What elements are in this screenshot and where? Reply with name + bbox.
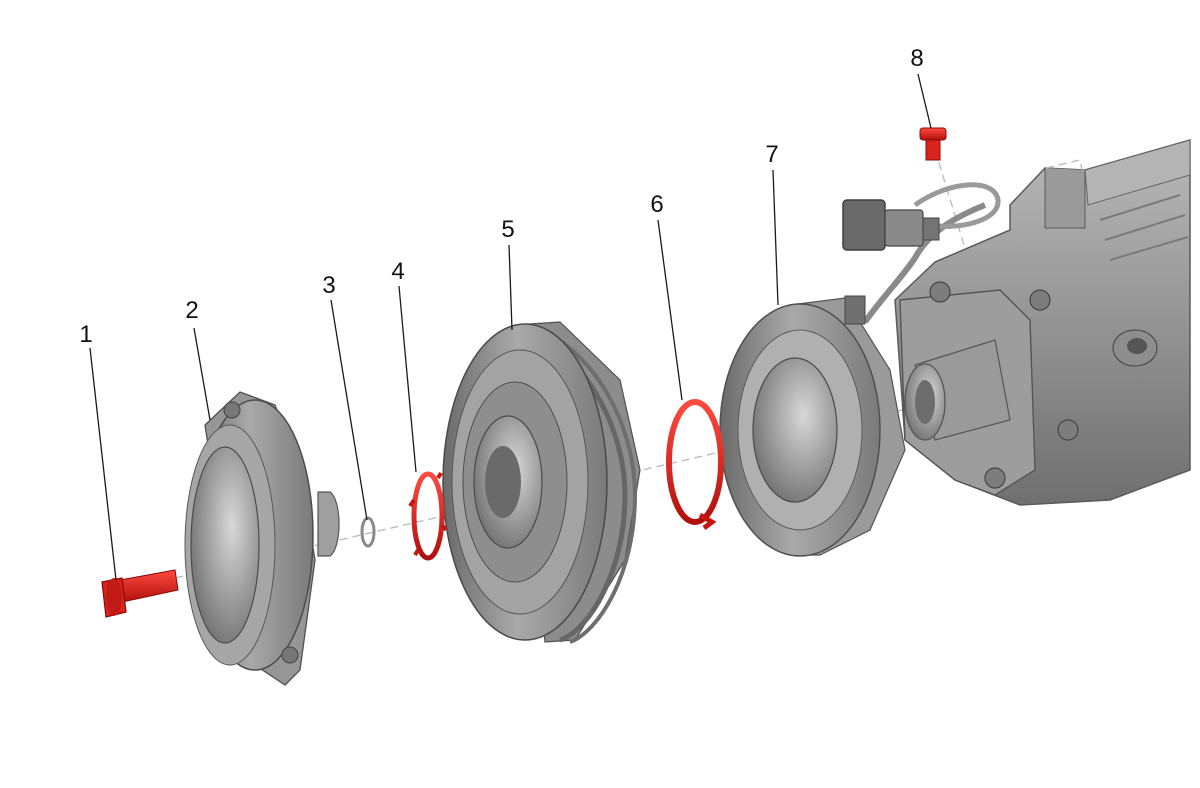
callout-2: 2 bbox=[185, 297, 198, 324]
part-8-bolt bbox=[919, 127, 947, 161]
callout-4: 4 bbox=[391, 258, 404, 285]
leader-line-8 bbox=[917, 73, 932, 129]
part-5-pulley bbox=[442, 321, 641, 644]
wire-harness-connector bbox=[842, 182, 1001, 324]
leader-line-1 bbox=[89, 347, 117, 581]
part-3-washer bbox=[360, 516, 376, 548]
leader-line-5 bbox=[508, 244, 513, 331]
leader-line-7 bbox=[772, 169, 779, 306]
part-4-shim-washer bbox=[408, 471, 448, 561]
callout-6: 6 bbox=[650, 191, 663, 218]
leader-lines bbox=[89, 73, 932, 581]
part-6-snap-ring bbox=[666, 399, 724, 530]
callout-1: 1 bbox=[79, 321, 92, 348]
part-7-field-coil bbox=[719, 295, 906, 557]
callout-8: 8 bbox=[910, 45, 923, 72]
leader-line-4 bbox=[398, 285, 417, 473]
part-2-drive-plate bbox=[184, 391, 340, 686]
compressor-housing bbox=[894, 139, 1191, 506]
callout-3: 3 bbox=[322, 272, 335, 299]
leader-line-3 bbox=[330, 299, 368, 521]
callout-7: 7 bbox=[765, 141, 778, 168]
leader-line-2 bbox=[193, 327, 211, 421]
part-1-centre-bolt bbox=[101, 569, 179, 618]
callout-5: 5 bbox=[501, 216, 514, 243]
callout-labels: 1 2 3 4 5 6 7 8 bbox=[79, 45, 923, 348]
leader-line-6 bbox=[657, 219, 683, 401]
